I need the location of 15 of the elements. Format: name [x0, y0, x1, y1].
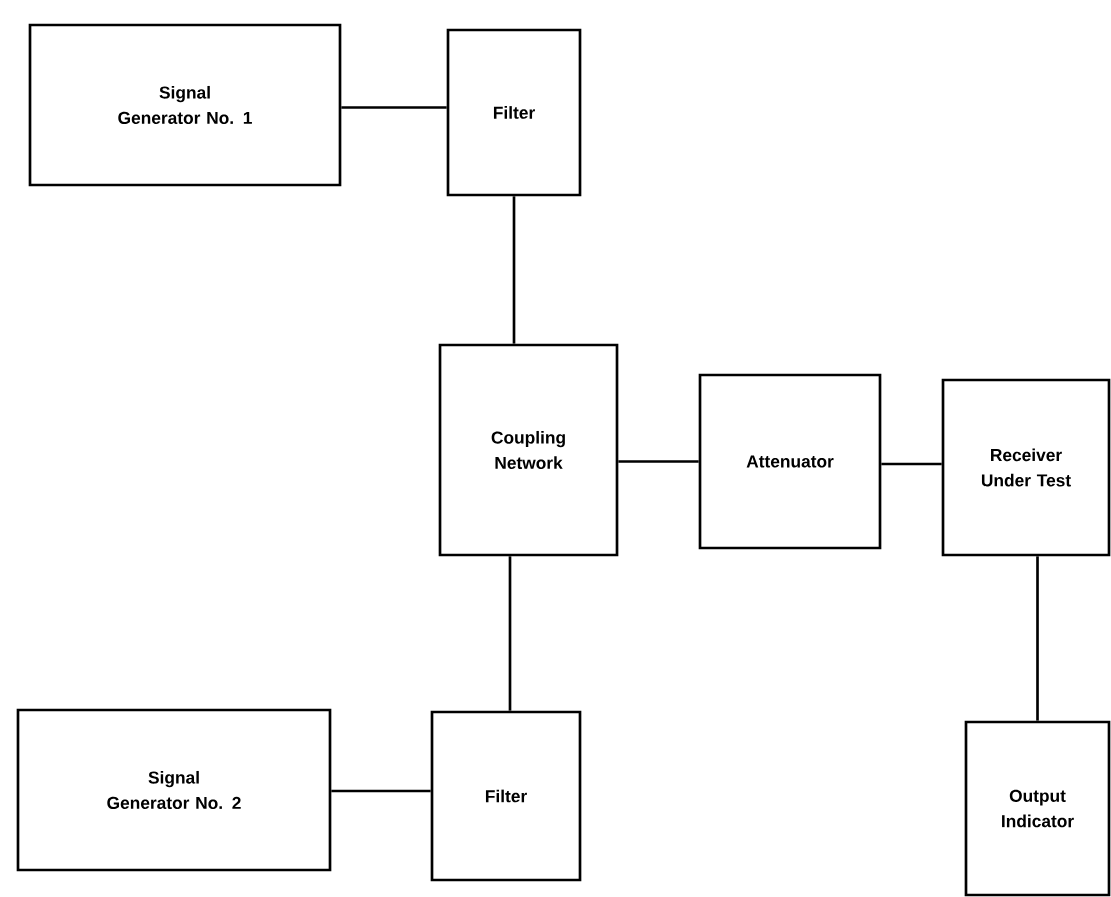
- block-box: Signal Generator No. 1: [28, 23, 342, 187]
- connector-line: [341, 106, 447, 109]
- block-box: Attenuator: [698, 373, 882, 550]
- block-box: Coupling Network: [438, 343, 619, 557]
- connector-line: [881, 462, 942, 466]
- connector-line: [331, 789, 431, 793]
- connector-line: [618, 460, 699, 463]
- connector-line: [1036, 556, 1039, 721]
- connector-line: [508, 556, 512, 711]
- block-box: Receiver Under Test: [941, 378, 1111, 557]
- block-box: Filter: [430, 710, 582, 882]
- block-box: Output Indicator: [964, 720, 1111, 897]
- block-box: Signal Generator No. 2: [16, 708, 332, 872]
- connector-line: [512, 196, 516, 344]
- block-box: Filter: [446, 28, 582, 197]
